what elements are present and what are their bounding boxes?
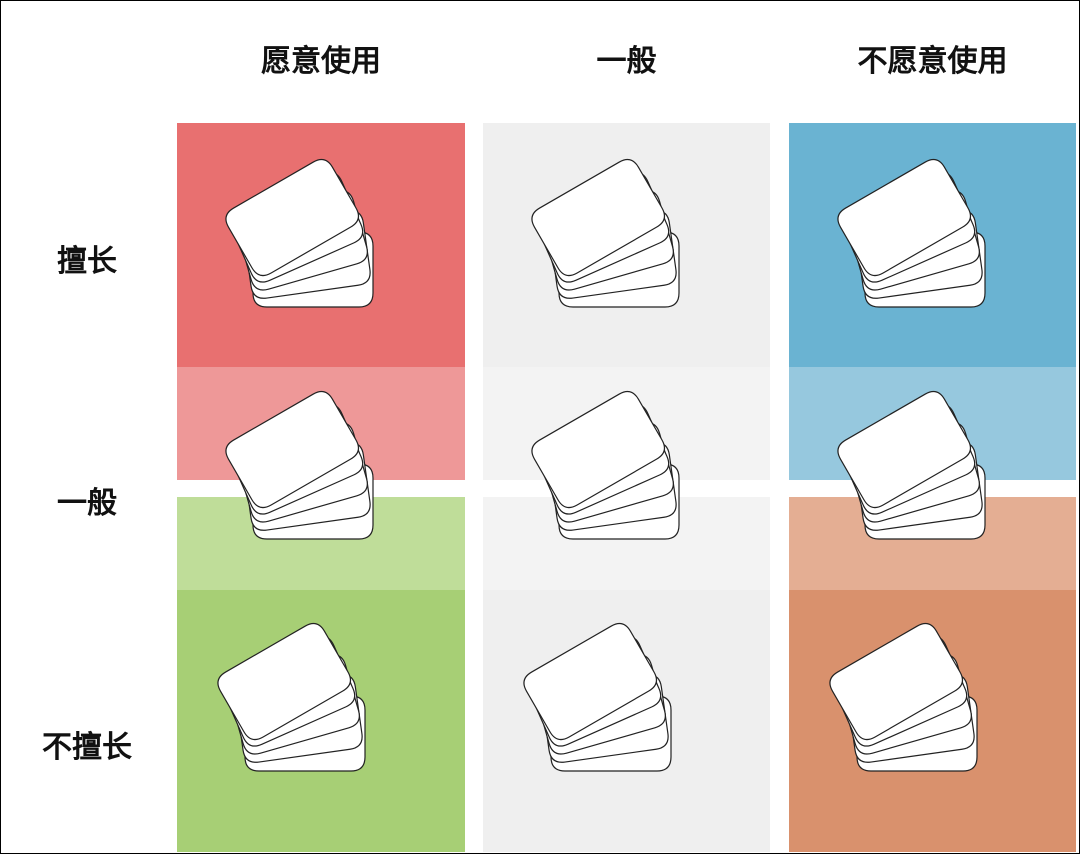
card-shape [225, 390, 360, 509]
card-stack-icon [523, 622, 672, 772]
card-stack-icon [531, 390, 680, 540]
card-shape [829, 622, 964, 741]
card-shape [217, 622, 352, 741]
row-header-unskilled: 不擅长 [42, 730, 132, 765]
card-shape [531, 158, 666, 277]
card-shape [531, 390, 666, 509]
card-shape [523, 622, 658, 741]
card-shape [837, 390, 972, 509]
card-stack-icon [829, 622, 978, 772]
card-stack-icon [225, 390, 374, 540]
card-stack-icon [225, 158, 374, 308]
card-stack-icon [837, 158, 986, 308]
card-stack-icon [837, 390, 986, 540]
row-header-skilled: 擅长 [57, 244, 117, 279]
card-shape [837, 158, 972, 277]
column-header-unwilling: 不愿意使用 [857, 44, 1008, 79]
row-header-neutral: 一般 [57, 486, 117, 521]
card-shape [225, 158, 360, 277]
card-stack-icon [531, 158, 680, 308]
card-stack-icon [217, 622, 366, 772]
column-header-willing: 愿意使用 [261, 44, 381, 79]
column-header-neutral: 一般 [596, 44, 657, 79]
